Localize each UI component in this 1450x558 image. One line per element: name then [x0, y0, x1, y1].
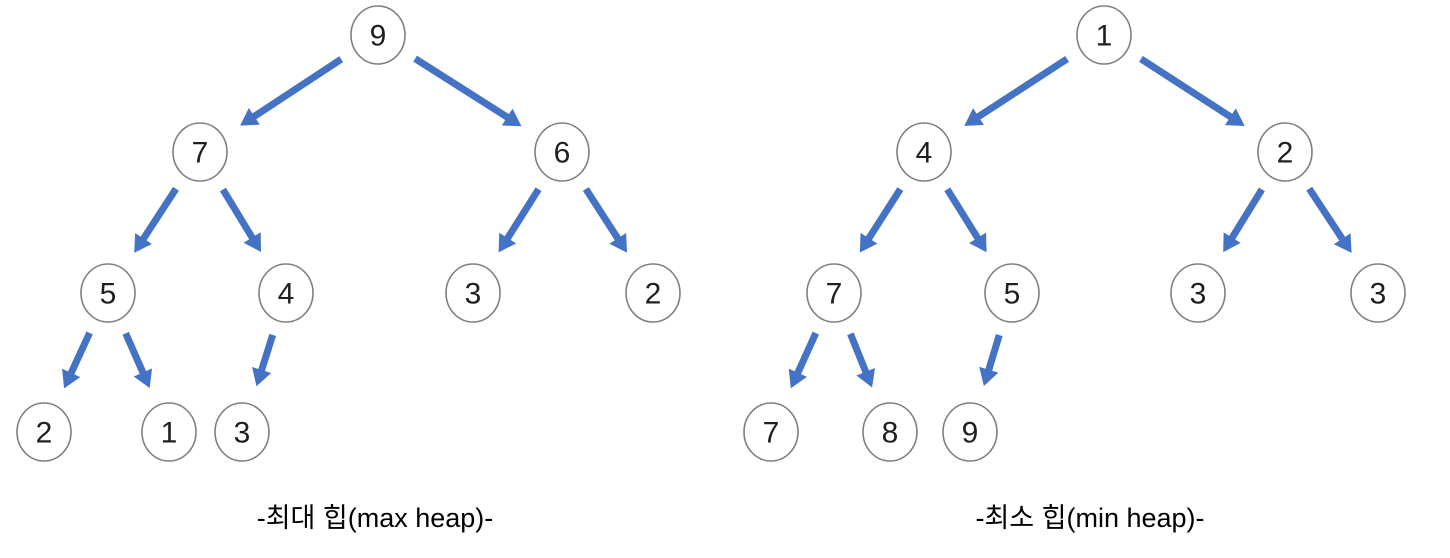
tree-node: 7: [743, 402, 799, 462]
tree-node-value: 7: [763, 417, 780, 450]
tree-node-value: 9: [370, 20, 387, 53]
arrowhead-icon: [979, 366, 999, 387]
arrowhead-icon: [969, 232, 987, 253]
arrowhead-icon: [252, 367, 272, 387]
parent-child-arrow: [582, 187, 627, 253]
tree-node-value: 3: [1190, 278, 1207, 311]
tree-node: 4: [896, 122, 952, 182]
tree-node-value: 7: [192, 137, 209, 170]
arrowhead-icon: [1223, 232, 1241, 253]
parent-child-arrow: [62, 331, 93, 389]
tree-node: 1: [1076, 5, 1132, 65]
parent-child-arrow: [122, 331, 153, 389]
tree-node: 2: [1257, 122, 1313, 182]
arrowhead-icon: [859, 232, 878, 253]
parent-child-arrow: [859, 187, 904, 253]
max-heap-caption: -최대 힙(max heap)-: [256, 503, 494, 533]
tree-node-value: 3: [1370, 278, 1387, 311]
tree-node-value: 2: [36, 417, 53, 450]
parent-child-arrow: [498, 187, 542, 253]
tree-node: 2: [625, 263, 681, 323]
arrowhead-icon: [856, 367, 875, 388]
tree-node-value: 3: [465, 278, 482, 311]
parent-child-arrow: [964, 56, 1070, 126]
tree-node: 8: [862, 402, 918, 462]
tree-node: 5: [984, 263, 1040, 323]
parent-child-arrow: [219, 187, 262, 253]
tree-node: 9: [350, 5, 406, 65]
min-heap-caption: -최소 힙(min heap)-: [975, 503, 1205, 533]
arrowhead-icon: [501, 108, 522, 127]
arrowhead-icon: [498, 232, 517, 253]
tree-node-value: 4: [278, 278, 295, 311]
tree-node: 2: [16, 402, 72, 462]
tree-node-value: 1: [1096, 20, 1113, 53]
tree-node: 4: [258, 263, 314, 323]
tree-node-value: 3: [234, 417, 251, 450]
arrowhead-icon: [62, 368, 81, 389]
tree-node-value: 4: [916, 137, 933, 170]
tree-node-value: 9: [962, 417, 979, 450]
max-heap-tree: 9 7 6 5 4 3 2 2 1 3: [16, 5, 681, 462]
parent-child-arrow: [788, 331, 820, 389]
tree-node: 1: [141, 402, 197, 462]
arrowhead-icon: [133, 368, 153, 389]
tree-node: 3: [214, 402, 270, 462]
tree-node-value: 5: [100, 278, 117, 311]
tree-node-value: 6: [554, 137, 571, 170]
parent-child-arrow: [240, 56, 344, 126]
parent-child-arrow: [1139, 55, 1245, 126]
tree-node-value: 8: [882, 417, 899, 450]
parent-child-arrow: [134, 186, 179, 253]
tree-node: 7: [806, 263, 862, 323]
parent-child-arrow: [979, 334, 1003, 387]
tree-node: 3: [1170, 263, 1226, 323]
tree-node-value: 5: [1004, 278, 1021, 311]
arrowhead-icon: [240, 107, 260, 126]
tree-node: 6: [534, 122, 590, 182]
arrowhead-icon: [1333, 233, 1352, 253]
arrowhead-icon: [964, 108, 984, 126]
tree-node-value: 2: [1277, 137, 1294, 170]
tree-node: 5: [80, 263, 136, 323]
tree-node: 3: [1350, 263, 1406, 323]
arrowhead-icon: [243, 232, 262, 253]
tree-node-value: 1: [161, 417, 178, 450]
tree-node: 3: [445, 263, 501, 323]
parent-child-arrow: [413, 55, 522, 127]
arrowhead-icon: [609, 232, 627, 253]
tree-node: 9: [942, 402, 998, 462]
parent-child-arrow: [944, 187, 987, 253]
arrowhead-icon: [1224, 108, 1245, 126]
arrowhead-icon: [788, 368, 807, 389]
arrowhead-icon: [134, 233, 152, 253]
tree-node-value: 7: [826, 278, 843, 311]
tree-node-value: 2: [645, 278, 662, 311]
tree-node: 7: [172, 122, 228, 182]
min-heap-tree: 1 4 2 7 5 3 3 7 8 9: [743, 5, 1406, 462]
parent-child-arrow: [252, 333, 277, 387]
parent-child-arrow: [1223, 187, 1265, 253]
parent-child-arrow: [847, 332, 875, 388]
parent-child-arrow: [1306, 186, 1352, 253]
